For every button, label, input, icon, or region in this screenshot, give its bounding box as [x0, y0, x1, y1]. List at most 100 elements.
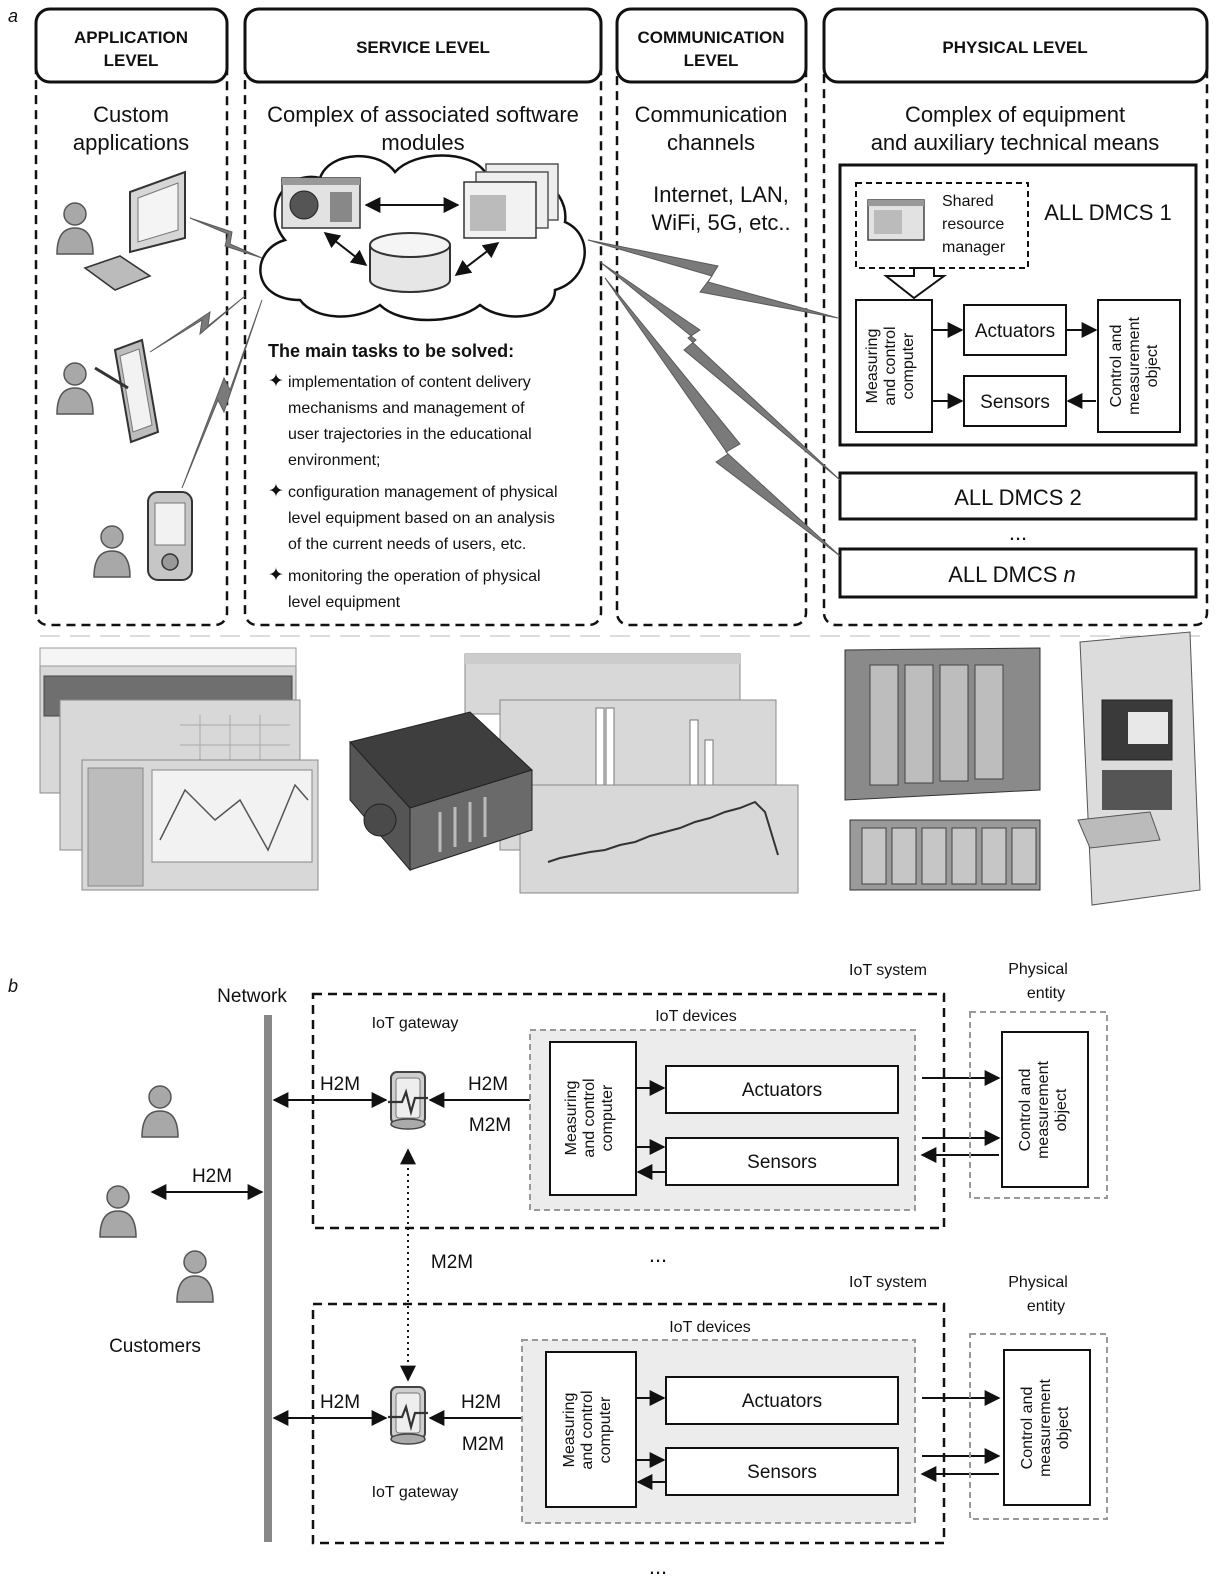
- actuators-label: Actuators: [742, 1080, 822, 1101]
- application-level-header-line1: APPLICATION: [74, 28, 188, 47]
- sensors-label: Sensors: [980, 392, 1050, 413]
- customer-icon: [100, 1186, 136, 1237]
- shared-manager-line1: Shared: [942, 193, 994, 210]
- iot-devices-label: IoT devices: [655, 1008, 737, 1025]
- computer-label-line2: and control: [581, 1078, 598, 1157]
- iot-system-label: IoT system: [849, 962, 927, 979]
- physical-level-column: PHYSICAL LEVEL Complex of equipment and …: [824, 9, 1207, 625]
- object-label-line3: object: [1055, 1406, 1072, 1449]
- communication-level-header-line2: LEVEL: [684, 51, 739, 70]
- equipment-complex-line1: Complex of equipment: [905, 102, 1125, 127]
- application-level-header-line2: LEVEL: [104, 51, 159, 70]
- iot-gateway-icon: [388, 1387, 428, 1444]
- desktop-computer-icon: [85, 172, 185, 290]
- computer-label-line3: computer: [900, 332, 917, 399]
- customer-icon: [177, 1251, 213, 1302]
- task1-line3: user trajectories in the educational: [288, 426, 532, 443]
- task3-line2: level equipment: [288, 594, 401, 611]
- iot-system-2: IoT system Physical entity IoT gateway H…: [274, 1274, 1107, 1543]
- task1-line4: environment;: [288, 452, 381, 469]
- customers-label: Customers: [109, 1336, 201, 1357]
- computer-label-line2: and control: [579, 1390, 596, 1469]
- task2-line3: of the current needs of users, etc.: [288, 536, 526, 553]
- sensors-label: Sensors: [747, 1462, 817, 1483]
- panel-a-label: a: [8, 6, 18, 26]
- task-bullet: ✦: [268, 481, 284, 502]
- computer-label-line3: computer: [597, 1396, 614, 1463]
- bottom-ellipsis: ...: [649, 1554, 667, 1579]
- service-level-header: SERVICE LEVEL: [356, 38, 490, 57]
- computer-label-line2: and control: [882, 326, 899, 405]
- user-icon: [57, 203, 93, 254]
- computer-label-line1: Measuring: [864, 329, 881, 404]
- actuators-label: Actuators: [975, 321, 1055, 342]
- tasks-heading: The main tasks to be solved:: [268, 341, 514, 361]
- physical-entity-line2: entity: [1027, 985, 1065, 1002]
- computer-label-line1: Measuring: [563, 1081, 580, 1156]
- object-label-line3: object: [1053, 1088, 1070, 1131]
- sensors-label: Sensors: [747, 1152, 817, 1173]
- resource-manager-window-icon: [868, 200, 924, 240]
- software-modules-line2: modules: [381, 130, 464, 155]
- dmcs-ellipsis: ...: [1009, 520, 1027, 545]
- communication-level-header-line1: COMMUNICATION: [638, 28, 785, 47]
- channels-list-line1: Internet, LAN,: [653, 182, 789, 207]
- window-stack-icon: [464, 164, 558, 238]
- smartphone-icon: [148, 492, 192, 580]
- task2-line2: level equipment based on an analysis: [288, 510, 555, 527]
- object-label-line3: object: [1144, 344, 1161, 387]
- iot-devices-label: IoT devices: [669, 1319, 751, 1336]
- dmcs1-label: ALL DMCS 1: [1044, 200, 1172, 225]
- photo-strip: [40, 632, 1205, 905]
- communication-channels-line1: Communication: [635, 102, 788, 127]
- custom-applications-line1: Custom: [93, 102, 169, 127]
- actuators-label: Actuators: [742, 1391, 822, 1412]
- h2m-label: H2M: [468, 1074, 508, 1095]
- application-level-column: APPLICATION LEVEL Custom applications: [36, 9, 227, 625]
- object-label-line2: measurement: [1037, 1379, 1054, 1477]
- task1-line1: implementation of content delivery: [288, 374, 531, 391]
- physical-entity-line1: Physical: [1008, 961, 1068, 978]
- systems-ellipsis: ...: [649, 1242, 667, 1267]
- iot-gateway-label: IoT gateway: [372, 1015, 459, 1032]
- task1-line2: mechanisms and management of: [288, 400, 525, 417]
- equipment-complex-line2: and auxiliary technical means: [871, 130, 1160, 155]
- computer-label-line1: Measuring: [561, 1393, 578, 1468]
- user-icon: [94, 526, 130, 577]
- custom-applications-line2: applications: [73, 130, 189, 155]
- network-label: Network: [217, 986, 287, 1007]
- web-browser-icon: [282, 178, 360, 228]
- task2-line1: configuration management of physical: [288, 484, 558, 501]
- object-label-line2: measurement: [1126, 317, 1143, 415]
- shared-manager-line2: resource: [942, 216, 1004, 233]
- customer-icon: [142, 1086, 178, 1137]
- equipment-racks-image: [845, 632, 1200, 905]
- service-level-column: SERVICE LEVEL Complex of associated soft…: [245, 9, 601, 625]
- object-label-line1: Control and: [1019, 1387, 1036, 1470]
- iot-gateway-label: IoT gateway: [372, 1484, 459, 1501]
- channels-list-line2: WiFi, 5G, etc..: [651, 210, 790, 235]
- iot-gateway-icon: [388, 1072, 428, 1129]
- object-label-line2: measurement: [1035, 1061, 1052, 1159]
- software-screenshots-image: [40, 648, 318, 890]
- dmcsn-label: ALL DMCS n: [948, 562, 1076, 587]
- tablet-icon: [95, 340, 158, 442]
- task-bullet: ✦: [268, 371, 284, 392]
- iot-system-1: IoT system Physical entity IoT gateway H…: [274, 961, 1107, 1228]
- m2m-label: M2M: [469, 1115, 511, 1136]
- physical-entity-line2: entity: [1027, 1298, 1065, 1315]
- gateway-m2m-label: M2M: [431, 1252, 473, 1273]
- panel-b-label: b: [8, 976, 18, 996]
- customers-h2m-label: H2M: [192, 1166, 232, 1187]
- user-icon: [57, 363, 93, 414]
- network-bus: [264, 1015, 272, 1542]
- m2m-label: M2M: [462, 1434, 504, 1455]
- server-and-charts-image: [350, 654, 798, 893]
- task3-line1: monitoring the operation of physical: [288, 568, 541, 585]
- computer-label-line3: computer: [599, 1084, 616, 1151]
- task-list: ✦ implementation of content delivery mec…: [268, 371, 558, 611]
- shared-manager-line3: manager: [942, 239, 1006, 256]
- communication-level-column: COMMUNICATION LEVEL Communication channe…: [617, 9, 806, 625]
- physical-entity-line1: Physical: [1008, 1274, 1068, 1291]
